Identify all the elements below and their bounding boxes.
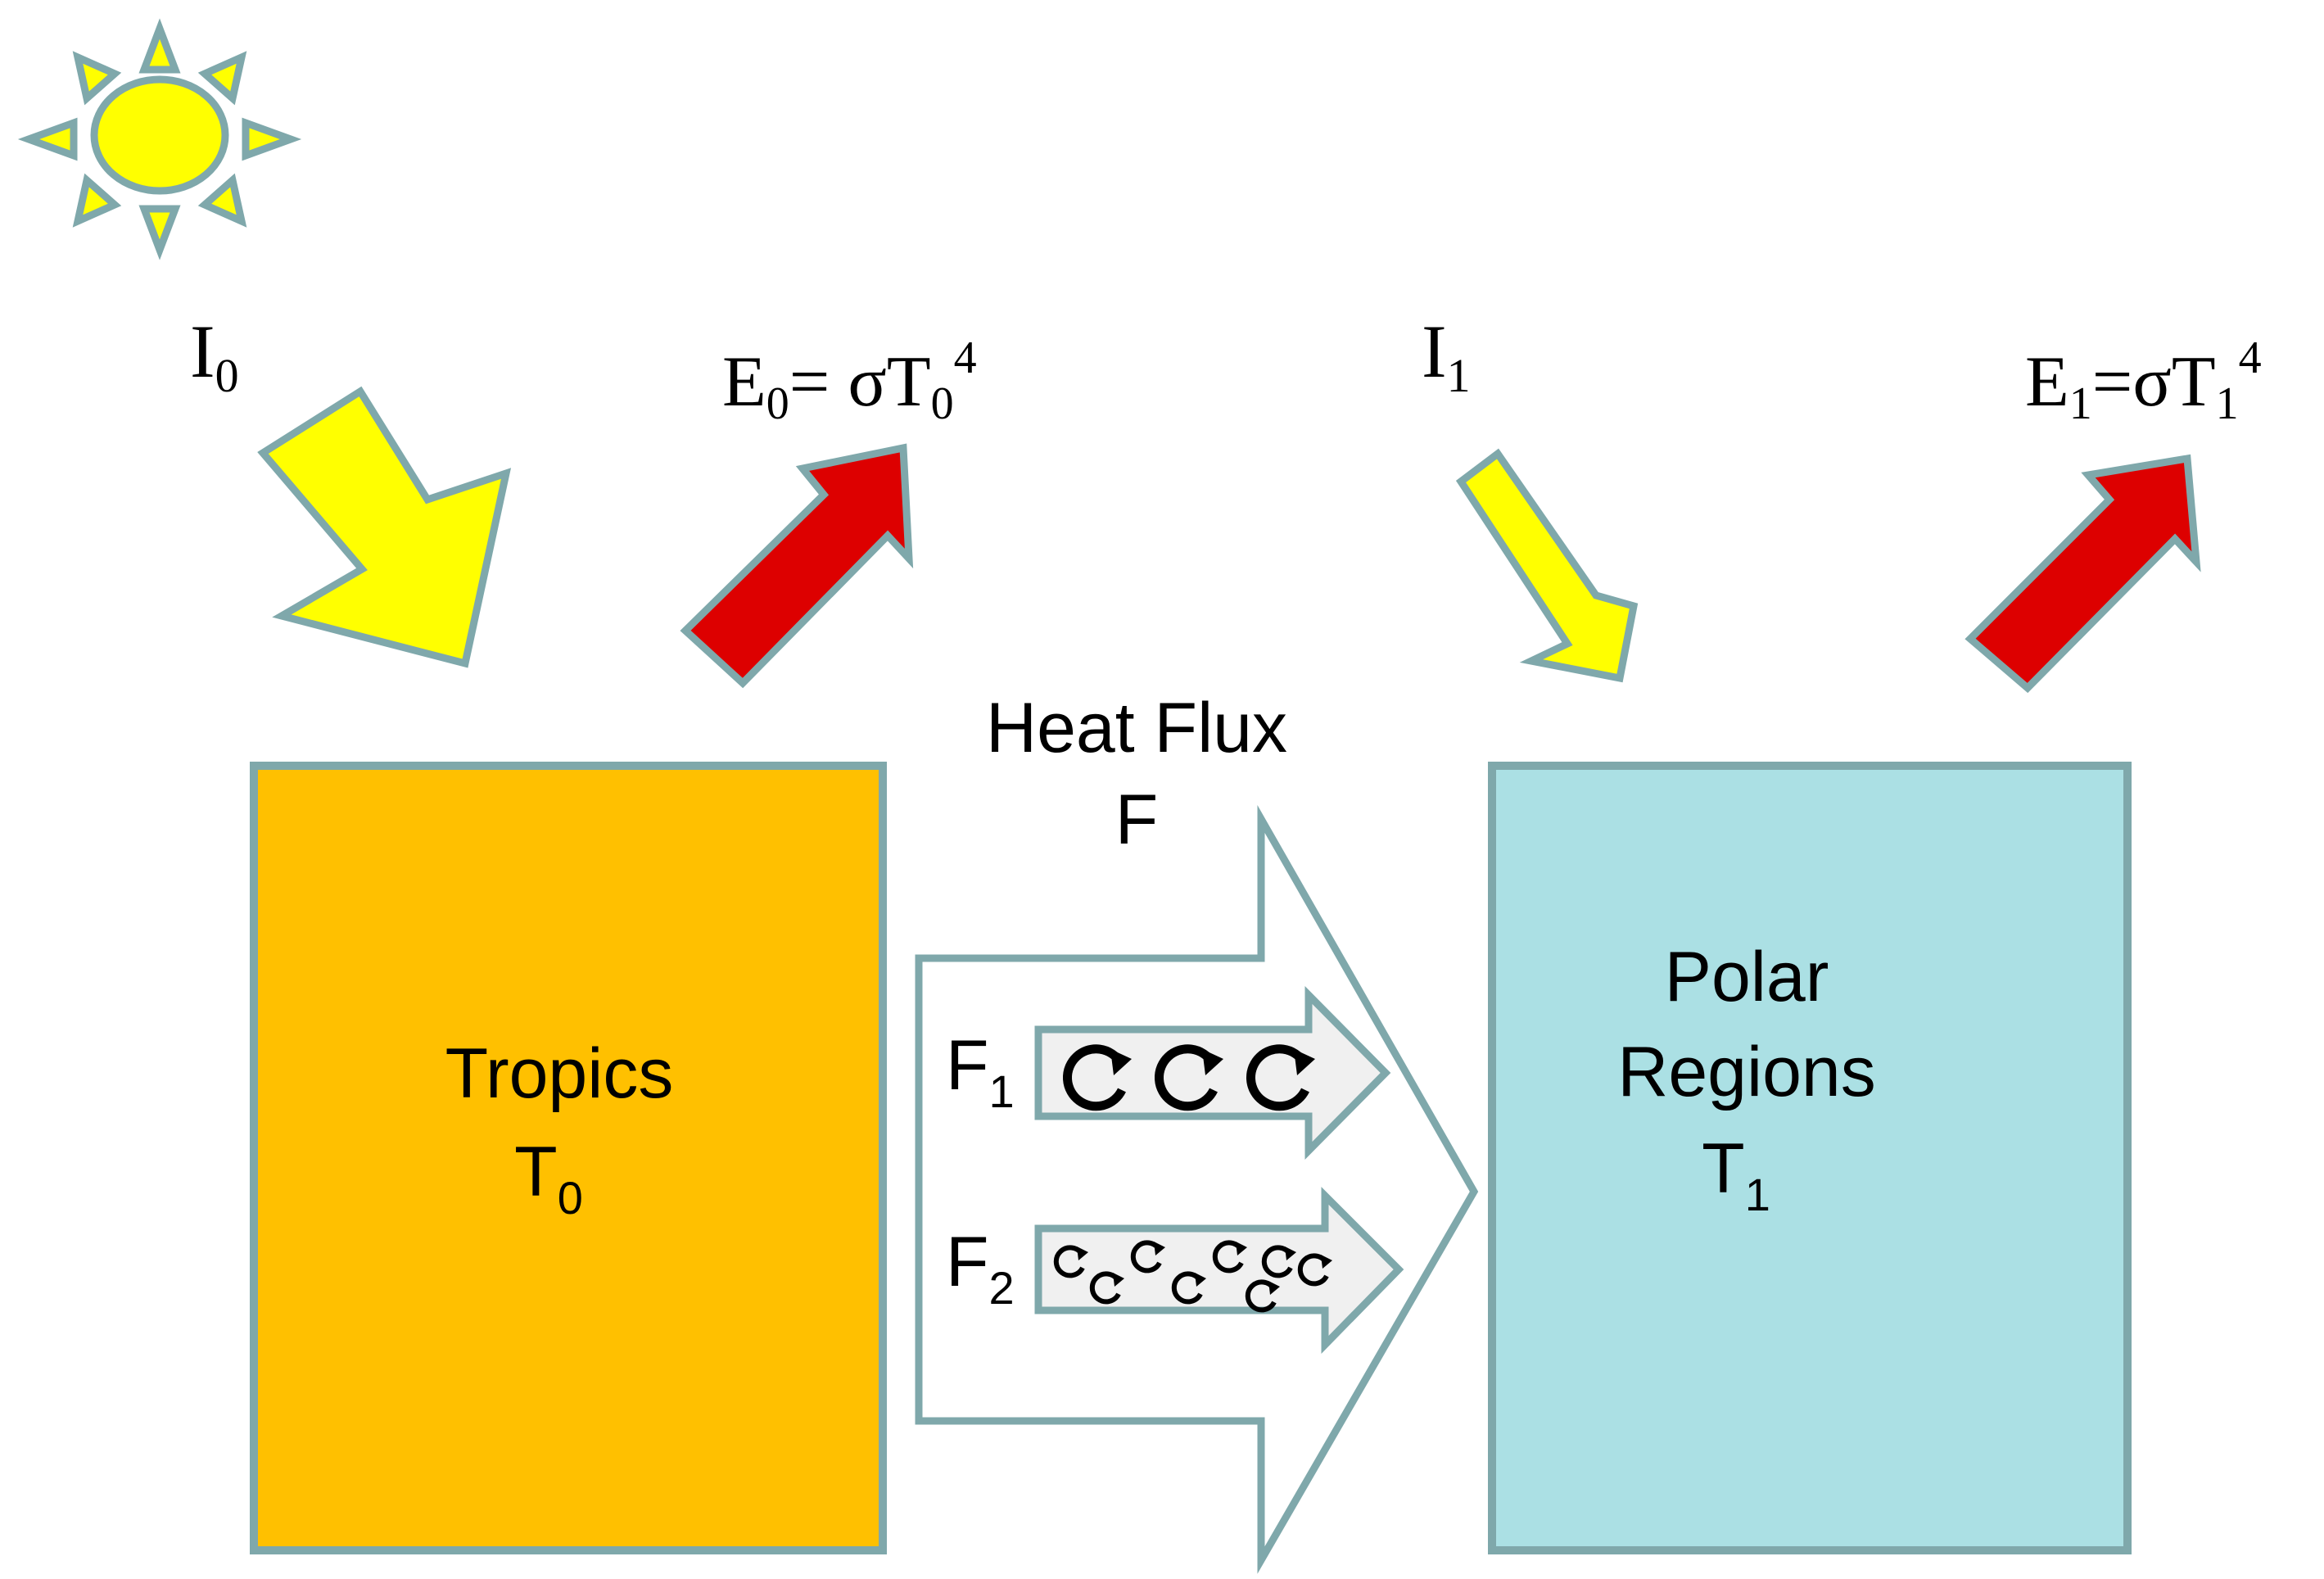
eddy-flux-arrow-f1: [1034, 986, 1391, 1160]
label-heat-flux: Heat Flux: [986, 689, 1287, 767]
heat-flux-arrow: [915, 805, 1479, 1574]
tropics-label: Tropics: [445, 1034, 674, 1113]
label-i1: I1: [1422, 310, 1471, 402]
incoming-radiation-arrow-tropics: [257, 386, 512, 668]
tropics-box: [250, 762, 887, 1554]
sun-icon: [17, 18, 302, 260]
eddy-flux-arrow-f2: [1034, 1187, 1404, 1355]
label-e0: E0= σT04: [722, 333, 977, 429]
polar-regions-box: [1488, 762, 2132, 1554]
label-heat-flux-symbol: F: [1115, 780, 1159, 859]
label-e1: E1=σT14: [2025, 333, 2262, 429]
tropics-temperature: T0: [514, 1133, 583, 1224]
label-i0: I0: [190, 310, 239, 402]
outgoing-radiation-arrow-polar: [1965, 454, 2201, 694]
outgoing-radiation-arrow-tropics: [680, 443, 914, 689]
label-f2: F2: [946, 1223, 1015, 1314]
label-f1: F1: [946, 1026, 1015, 1117]
incoming-radiation-arrow-polar: [1455, 448, 1639, 683]
polar-regions-label-line1: Polar: [1665, 938, 1829, 1016]
polar-temperature: T1: [1702, 1129, 1770, 1220]
polar-regions-label-line2: Regions: [1617, 1033, 1876, 1111]
